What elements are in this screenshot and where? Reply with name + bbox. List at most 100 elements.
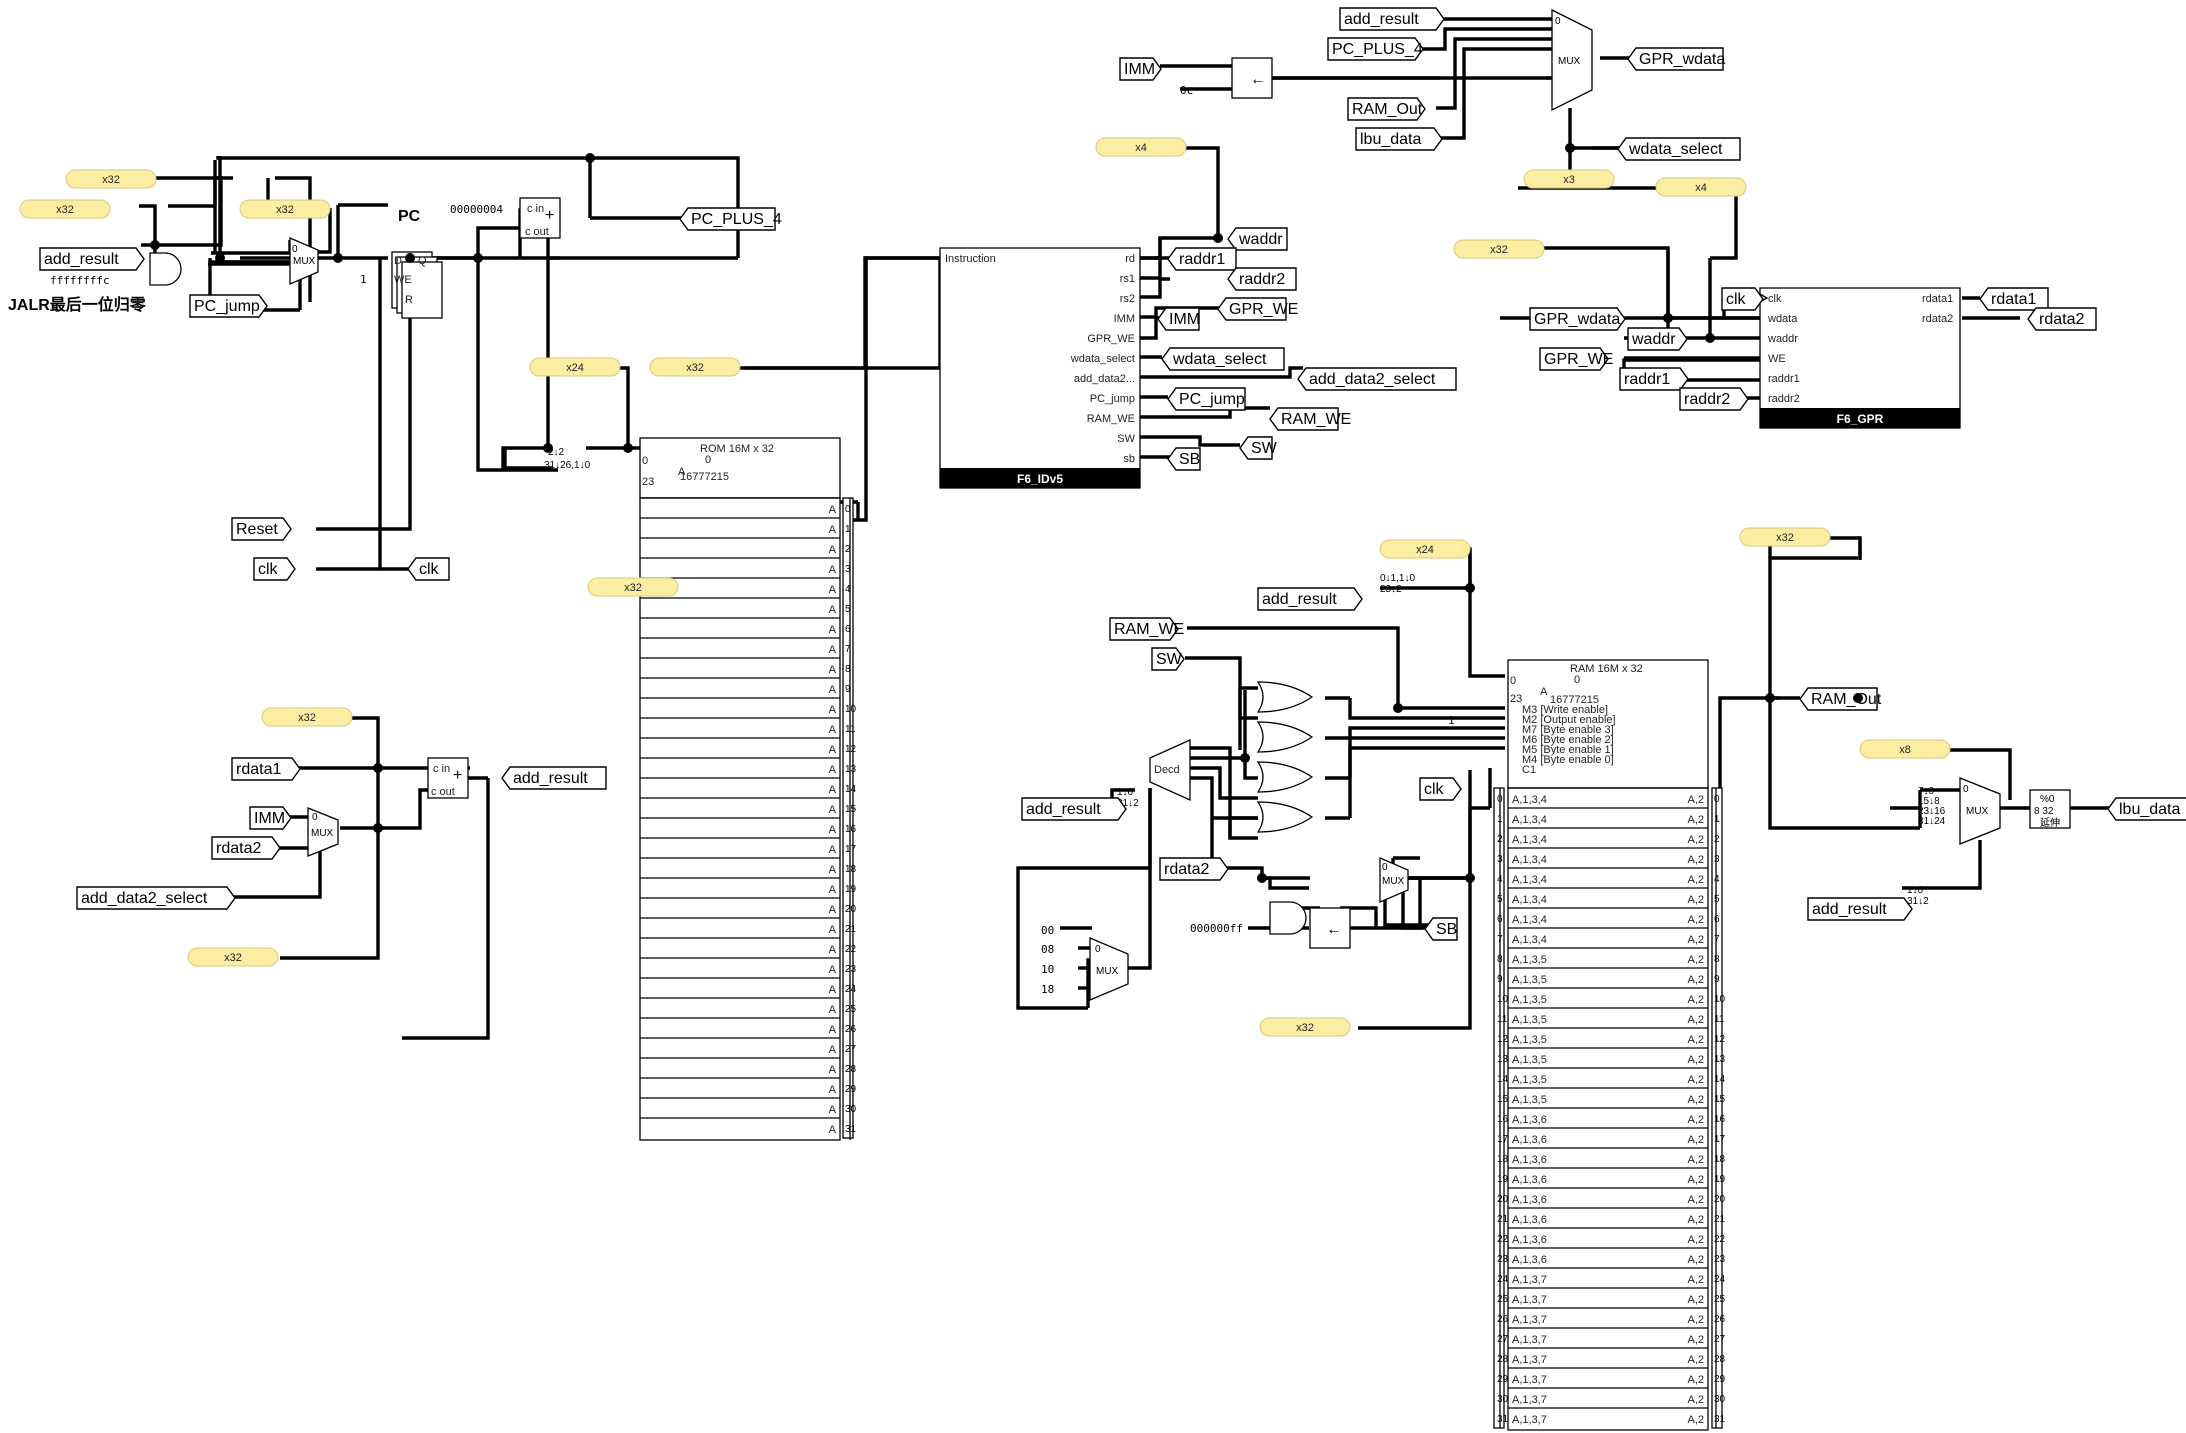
svg-text:0: 0 [705,454,711,466]
ram-data-row: A,1,3,7 [1512,1374,1547,1386]
ram-bit-index-right: 27 [1714,1334,1726,1345]
ram-data-row: A,1,3,5 [1512,1054,1547,1066]
junction-dot [543,443,553,453]
svg-text:1↓0: 1↓0 [1117,787,1134,798]
tunnel-add-result: add_result [1257,587,1363,611]
ram-bit-index-left: 16 [1497,1114,1509,1125]
svg-text:00: 00 [1041,924,1054,937]
svg-text:x3: x3 [1563,174,1575,186]
svg-text:PC_jump: PC_jump [1179,391,1245,408]
rom-data-pin: A [829,624,837,636]
svg-text:0: 0 [292,244,298,255]
probe-x3: x3 [1523,169,1615,189]
rom-bit-index: 21 [845,924,857,935]
ram-out-pin: A,2 [1687,1274,1704,1286]
rom-data-pin: A [829,824,837,836]
tunnel-add-result: add_result [1807,897,1913,921]
svg-text:add_result: add_result [44,251,119,268]
rom-bit-index: 26 [845,1024,857,1035]
svg-text:raddr2: raddr2 [1239,271,1285,288]
ram-bit-index-right: 24 [1714,1274,1726,1285]
svg-text:raddr1: raddr1 [1768,373,1800,385]
svg-text:waddr: waddr [1767,333,1798,345]
ram-data-row: A,1,3,5 [1512,1014,1547,1026]
tunnel-sb: SB [1424,917,1458,941]
svg-text:Decd: Decd [1154,764,1180,776]
svg-text:31↓24: 31↓24 [1918,816,1946,827]
ram-bit-index-left: 1 [1497,814,1503,825]
ram-bit-index-right: 9 [1714,974,1720,985]
ram-out-pin: A,2 [1687,794,1704,806]
tunnel-sw: SW [1239,436,1278,460]
ram-data-row: A,1,3,6 [1512,1194,1547,1206]
svg-text:c in: c in [433,763,450,775]
svg-text:rd: rd [1125,253,1135,265]
rom-data-pin: A [829,724,837,736]
probe-x32: x32 [19,199,111,219]
svg-text:M4 [Byte enable 0]: M4 [Byte enable 0] [1522,754,1614,766]
ram-data-row: A,1,3,6 [1512,1254,1547,1266]
ram-bit-index-left: 8 [1497,954,1503,965]
rom-bit-index: 29 [845,1084,857,1095]
tunnel-sw: SW [1151,647,1185,671]
svg-text:PC_PLUS_4: PC_PLUS_4 [691,211,782,228]
ram-bit-index-right: 23 [1714,1254,1726,1265]
ram-data-row: A,1,3,7 [1512,1414,1547,1426]
tunnel-pc-jump: PC_jump [1167,387,1246,411]
svg-text:08: 08 [1041,943,1054,956]
ram-block: RAM 16M x 32 0 A 16777215 0 23 M3 [Write… [1380,573,1726,1431]
ram-out-pin: A,2 [1687,934,1704,946]
tunnel-pc-jump: PC_jump [189,294,268,318]
junction-dot [585,153,595,163]
svg-text:MUX: MUX [1096,966,1119,977]
rom-data-pin: A [829,944,837,956]
ram-bit-index-right: 21 [1714,1214,1726,1225]
svg-text:31↓2: 31↓2 [1117,798,1139,809]
tunnel-imm: IMM [249,806,292,830]
svg-text:raddr2: raddr2 [1768,393,1800,405]
ram-out-pin: A,2 [1687,834,1704,846]
tunnel-ram-out: RAM_Out [1347,97,1426,121]
ram-bit-index-left: 13 [1497,1054,1509,1065]
ram-data-row: A,1,3,4 [1512,834,1547,846]
ram-out-pin: A,2 [1687,1314,1704,1326]
svg-text:M6 [Byte enable 2]: M6 [Byte enable 2] [1522,734,1614,746]
pc-mux: MUX 0 [289,237,319,285]
rom-data-pin: A [829,604,837,616]
rom-bit-index: 6 [845,624,851,635]
svg-text:PC_jump: PC_jump [1090,393,1135,405]
svg-text:add_result: add_result [1344,11,1419,28]
ram-bit-index-left: 21 [1497,1214,1509,1225]
ram-data-row: A,1,3,4 [1512,914,1547,926]
tunnel-add-result: add_result [1339,7,1445,31]
svg-text:RAM 16M x 32: RAM 16M x 32 [1570,663,1643,675]
rom-bit-index: 28 [845,1064,857,1075]
ram-data-row: A,1,3,6 [1512,1154,1547,1166]
svg-text:0↓1,1↓0: 0↓1,1↓0 [1380,573,1415,584]
svg-text:D: D [394,255,402,267]
svg-text:x32: x32 [1490,244,1508,256]
rom-data-pin: A [829,904,837,916]
ram-bit-index-right: 20 [1714,1194,1726,1205]
ram-data-row: A,1,3,4 [1512,814,1547,826]
svg-text:M7 [Byte enable 3]: M7 [Byte enable 3] [1522,724,1614,736]
svg-text:GPR_WE: GPR_WE [1229,301,1298,318]
probe-x4: x4 [1095,137,1187,157]
rom-bit-index: 12 [845,744,857,755]
svg-text:0: 0 [1963,784,1969,795]
svg-text:MUX: MUX [311,828,334,839]
svg-text:Instruction: Instruction [945,253,996,265]
tunnel-pc-plus-4: PC_PLUS_4 [679,207,782,231]
ram-bit-index-left: 31 [1497,1414,1509,1425]
ram-bit-index-left: 30 [1497,1394,1509,1405]
svg-text:x24: x24 [1416,544,1434,556]
ram-bit-index-right: 3 [1714,854,1720,865]
pc-register: PC D Q WE R [391,208,443,319]
svg-text:ffffffffc: ffffffffc [50,274,110,287]
svg-text:R: R [405,294,413,306]
svg-text:15↓8: 15↓8 [1918,796,1940,807]
mask-and-gate [1269,901,1307,935]
rom-data-pin: A [829,564,837,576]
ram-bit-index-right: 8 [1714,954,1720,965]
